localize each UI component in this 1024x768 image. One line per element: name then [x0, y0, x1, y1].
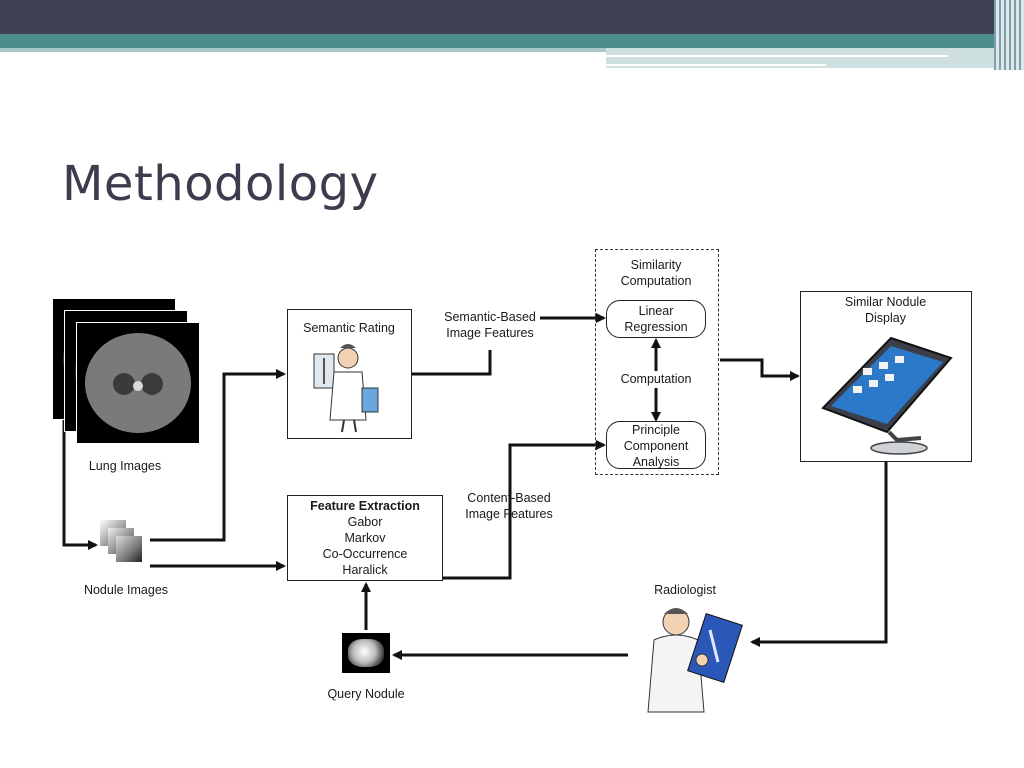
- linear-regression-node: Linear Regression: [606, 300, 706, 338]
- linear-line-1: Linear: [638, 304, 674, 318]
- similar-nodule-display-box: Similar Nodule Display: [800, 291, 972, 462]
- header-right-edge: [994, 0, 1024, 70]
- similar-display-line-2: Display: [865, 311, 906, 325]
- header-teal-stripe: [0, 34, 1024, 48]
- pca-line-2: Component: [623, 439, 689, 453]
- query-nodule-label: Query Nodule: [327, 687, 405, 701]
- lung-images-stack: [52, 298, 200, 444]
- similar-display-line-1: Similar Nodule: [844, 295, 927, 309]
- arrow-feature-to-pca: [420, 440, 606, 580]
- similar-display-label: Similar Nodule Display: [801, 294, 970, 326]
- nodule-images-icon: [100, 520, 148, 568]
- header-right-line-2: [606, 64, 826, 66]
- header-light-stripe: [0, 48, 606, 52]
- feature-extraction-box: Feature Extraction Gabor Markov Co-Occur…: [287, 495, 443, 581]
- header-right-line: [606, 55, 948, 57]
- header-right-panel: [606, 48, 1024, 68]
- pca-line-3: Analysis: [632, 455, 680, 469]
- query-nodule-image: [342, 633, 390, 673]
- similarity-computation-box: [595, 249, 719, 475]
- feature-extraction-title: Feature Extraction: [310, 499, 420, 513]
- linear-line-2: Regression: [624, 320, 688, 334]
- content-features-line-1: Content-Based: [467, 491, 551, 505]
- arrow-similarity-to-display: [720, 358, 800, 381]
- pca-line-1: Principle: [632, 423, 680, 437]
- radiologist-illustration: [647, 608, 743, 713]
- content-features-line-2: Image Features: [465, 507, 553, 521]
- feature-markov: Markov: [344, 531, 386, 545]
- semantic-rating-box: Semantic Rating: [287, 309, 412, 439]
- similarity-line-2: Computation: [620, 274, 692, 288]
- pca-node: Principle Component Analysis: [606, 421, 706, 469]
- computation-label: Computation: [608, 371, 704, 387]
- arrow-display-to-radiologist: [750, 462, 888, 647]
- similarity-computation-label: Similarity Computation: [600, 257, 712, 289]
- lung-scan-front: [76, 322, 200, 444]
- feature-gabor: Gabor: [347, 515, 383, 529]
- semantic-features-line-2: Image Features: [446, 326, 534, 340]
- feature-co-occurrence: Co-Occurrence: [322, 547, 408, 561]
- similarity-line-1: Similarity: [630, 258, 682, 272]
- nodule-images-label: Nodule Images: [83, 583, 169, 597]
- semantic-rating-label: Semantic Rating: [303, 321, 395, 335]
- arrow-lung-to-nodule: [62, 415, 98, 550]
- feature-haralick: Haralick: [342, 563, 388, 577]
- monitor-illustration: [821, 336, 953, 455]
- arrow-nodule-to-semantic: [150, 369, 286, 542]
- lung-images-label: Lung Images: [88, 459, 162, 473]
- page-title: Methodology: [62, 156, 379, 212]
- doctor-illustration: [313, 344, 379, 433]
- content-features-label: Content-Based Image Features: [456, 490, 562, 522]
- semantic-features-line-1: Semantic-Based: [444, 310, 536, 324]
- semantic-features-label: Semantic-Based Image Features: [436, 309, 544, 341]
- arrow-semantic-to-linear: [412, 350, 492, 376]
- header-bar: [0, 0, 1024, 34]
- radiologist-label: Radiologist: [654, 583, 716, 597]
